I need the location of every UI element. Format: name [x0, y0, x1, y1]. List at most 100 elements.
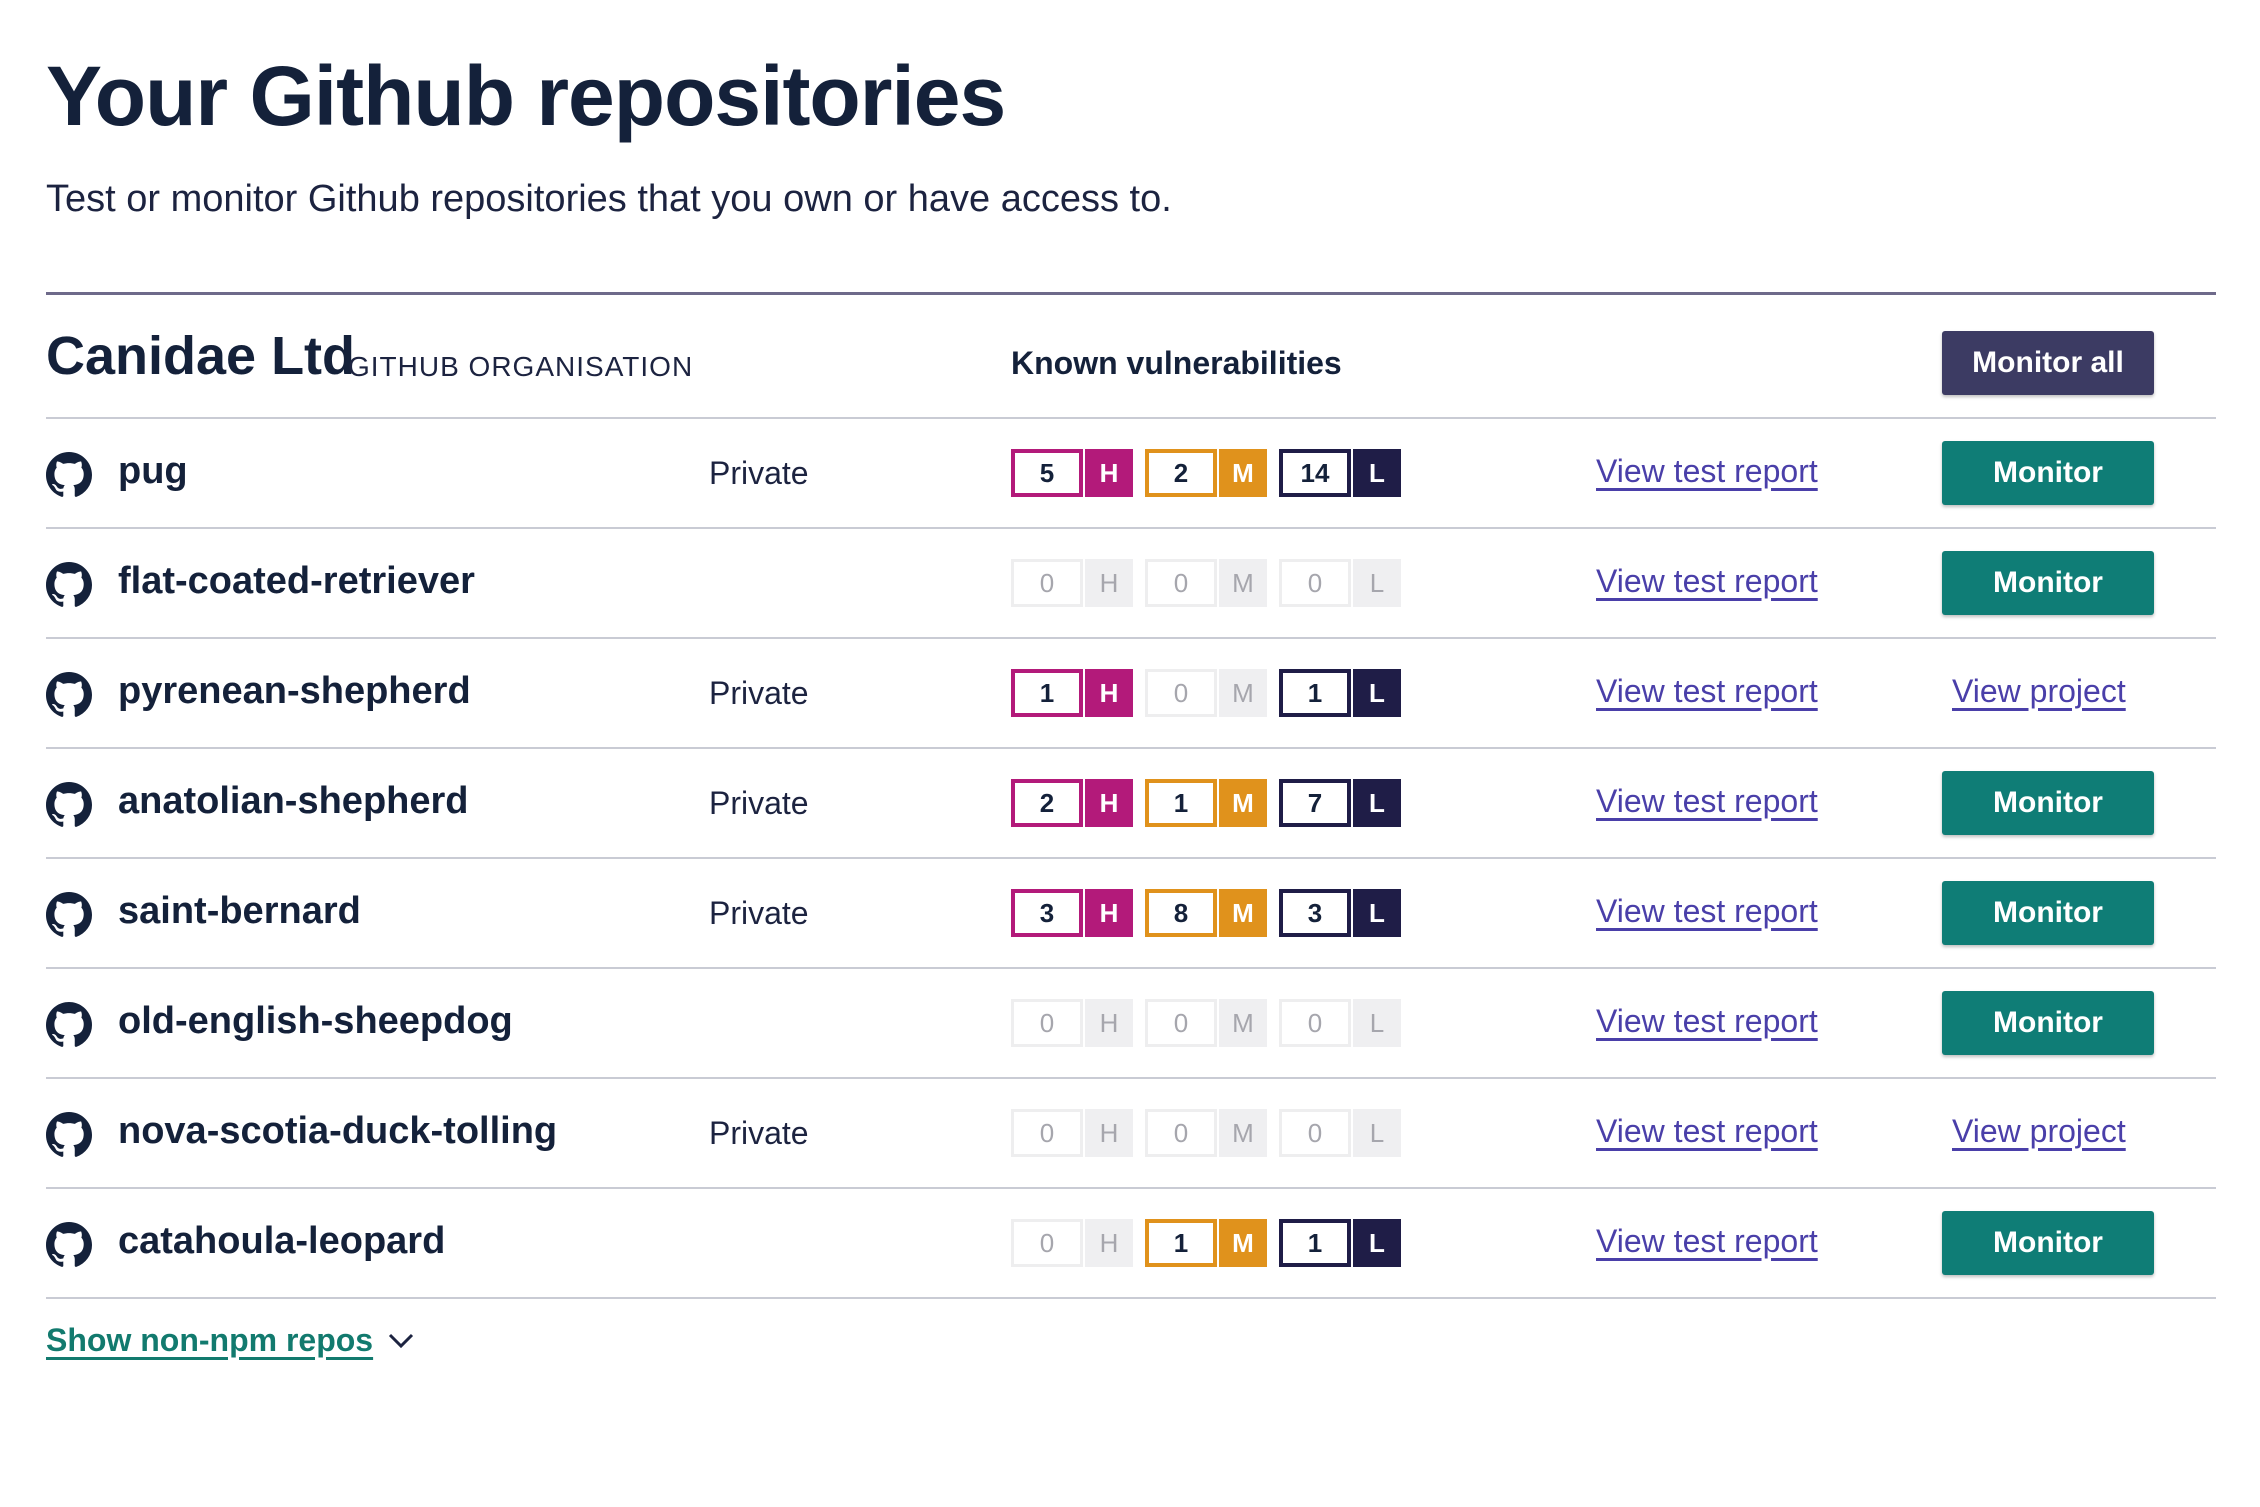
monitor-button[interactable]: Monitor — [1942, 1211, 2154, 1275]
medium-letter: M — [1219, 999, 1267, 1047]
medium-count: 2 — [1145, 449, 1217, 497]
show-non-npm-repos-label: Show non-npm repos — [46, 1322, 374, 1358]
repo-name: pug — [118, 450, 188, 492]
medium-letter: M — [1219, 1109, 1267, 1157]
repo-list: pug Private 5 H 2 M 14 L View test repor… — [46, 417, 2216, 1299]
github-icon — [46, 892, 92, 938]
table-row: pug Private 5 H 2 M 14 L View test repor… — [46, 417, 2216, 527]
view-test-report-link[interactable]: View test report — [1596, 1003, 1818, 1039]
monitor-button[interactable]: Monitor — [1942, 441, 2154, 505]
low-letter: L — [1353, 449, 1401, 497]
view-test-report-link[interactable]: View test report — [1596, 673, 1818, 709]
github-icon — [46, 1002, 92, 1048]
low-letter: L — [1353, 669, 1401, 717]
view-project-link[interactable]: View project — [1952, 673, 2126, 709]
header-divider — [46, 292, 2216, 295]
medium-count: 0 — [1145, 1109, 1217, 1157]
show-non-npm-repos-toggle[interactable]: Show non-npm repos — [46, 1322, 415, 1359]
medium-count: 1 — [1145, 1219, 1217, 1267]
table-row: flat-coated-retriever 0 H 0 M 0 L View t… — [46, 527, 2216, 637]
high-letter: H — [1085, 449, 1133, 497]
known-vulnerabilities-header: Known vulnerabilities — [1011, 345, 1342, 381]
table-row: catahoula-leopard 0 H 1 M 1 L View test … — [46, 1187, 2216, 1299]
github-icon — [46, 1222, 92, 1268]
medium-letter: M — [1219, 559, 1267, 607]
view-test-report-link[interactable]: View test report — [1596, 1223, 1818, 1259]
table-row: nova-scotia-duck-tolling Private 0 H 0 M… — [46, 1077, 2216, 1187]
low-count: 0 — [1279, 999, 1351, 1047]
page-title: Your Github repositories — [46, 49, 1006, 143]
low-letter: L — [1353, 889, 1401, 937]
repo-name: nova-scotia-duck-tolling — [118, 1110, 558, 1152]
high-count: 0 — [1011, 1219, 1083, 1267]
table-row: old-english-sheepdog 0 H 0 M 0 L View te… — [46, 967, 2216, 1077]
high-count: 1 — [1011, 669, 1083, 717]
high-count: 0 — [1011, 999, 1083, 1047]
github-icon — [46, 672, 92, 718]
monitor-button[interactable]: Monitor — [1942, 551, 2154, 615]
low-count: 3 — [1279, 889, 1351, 937]
high-letter: H — [1085, 1219, 1133, 1267]
github-icon — [46, 782, 92, 828]
repo-name: pyrenean-shepherd — [118, 670, 471, 712]
monitor-button[interactable]: Monitor — [1942, 991, 2154, 1055]
high-letter: H — [1085, 559, 1133, 607]
high-count: 0 — [1011, 1109, 1083, 1157]
medium-count: 1 — [1145, 779, 1217, 827]
medium-count: 8 — [1145, 889, 1217, 937]
high-count: 2 — [1011, 779, 1083, 827]
repo-name: flat-coated-retriever — [118, 560, 475, 602]
low-count: 0 — [1279, 1109, 1351, 1157]
org-type-label: GITHUB ORGANISATION — [348, 351, 694, 382]
view-project-link[interactable]: View project — [1952, 1113, 2126, 1149]
view-test-report-link[interactable]: View test report — [1596, 563, 1818, 599]
medium-letter: M — [1219, 779, 1267, 827]
table-row: saint-bernard Private 3 H 8 M 3 L View t… — [46, 857, 2216, 967]
medium-letter: M — [1219, 669, 1267, 717]
page-subtitle: Test or monitor Github repositories that… — [46, 178, 1172, 220]
monitor-all-button[interactable]: Monitor all — [1942, 331, 2154, 395]
table-row: anatolian-shepherd Private 2 H 1 M 7 L V… — [46, 747, 2216, 857]
table-row: pyrenean-shepherd Private 1 H 0 M 1 L Vi… — [46, 637, 2216, 747]
medium-letter: M — [1219, 889, 1267, 937]
low-count: 1 — [1279, 669, 1351, 717]
github-icon — [46, 452, 92, 498]
view-test-report-link[interactable]: View test report — [1596, 453, 1818, 489]
monitor-button[interactable]: Monitor — [1942, 771, 2154, 835]
high-letter: H — [1085, 889, 1133, 937]
privacy-label: Private — [709, 1115, 809, 1151]
privacy-label: Private — [709, 895, 809, 931]
privacy-label: Private — [709, 785, 809, 821]
privacy-label: Private — [709, 675, 809, 711]
low-count: 0 — [1279, 559, 1351, 607]
repo-name: saint-bernard — [118, 890, 361, 932]
low-count: 7 — [1279, 779, 1351, 827]
privacy-label: Private — [709, 455, 809, 491]
low-letter: L — [1353, 1219, 1401, 1267]
high-count: 5 — [1011, 449, 1083, 497]
medium-letter: M — [1219, 449, 1267, 497]
repo-name: old-english-sheepdog — [118, 1000, 513, 1042]
high-letter: H — [1085, 1109, 1133, 1157]
high-count: 0 — [1011, 559, 1083, 607]
view-test-report-link[interactable]: View test report — [1596, 893, 1818, 929]
high-count: 3 — [1011, 889, 1083, 937]
repo-name: anatolian-shepherd — [118, 780, 469, 822]
github-icon — [46, 1112, 92, 1158]
monitor-button[interactable]: Monitor — [1942, 881, 2154, 945]
repo-name: catahoula-leopard — [118, 1220, 446, 1262]
org-header: Canidae Ltd GITHUB ORGANISATION Known vu… — [46, 295, 2216, 417]
view-test-report-link[interactable]: View test report — [1596, 783, 1818, 819]
low-letter: L — [1353, 999, 1401, 1047]
medium-count: 0 — [1145, 669, 1217, 717]
chevron-down-icon — [389, 1333, 414, 1348]
low-count: 1 — [1279, 1219, 1351, 1267]
high-letter: H — [1085, 669, 1133, 717]
low-letter: L — [1353, 559, 1401, 607]
high-letter: H — [1085, 999, 1133, 1047]
high-letter: H — [1085, 779, 1133, 827]
view-test-report-link[interactable]: View test report — [1596, 1113, 1818, 1149]
medium-letter: M — [1219, 1219, 1267, 1267]
low-letter: L — [1353, 1109, 1401, 1157]
low-letter: L — [1353, 779, 1401, 827]
